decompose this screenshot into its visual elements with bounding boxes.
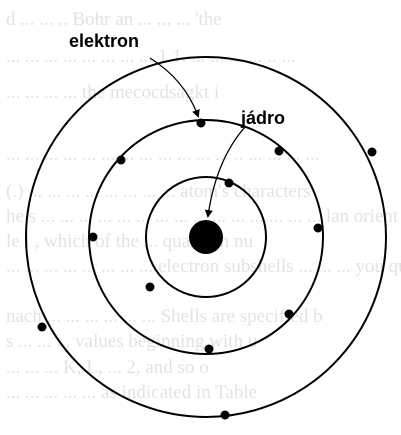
electron bbox=[204, 344, 214, 354]
electron bbox=[220, 410, 230, 420]
background-text-line: ... ... ... ... ... as indicated in Tabl… bbox=[6, 382, 257, 403]
electron bbox=[145, 282, 155, 292]
background-text-line: ... ... ... ... ... ... ... ... ... ... … bbox=[6, 144, 320, 165]
electron bbox=[37, 322, 47, 332]
background-text: d ... ... .. Bohr an ... ... ... 'the ..… bbox=[6, 9, 401, 403]
background-text-line: d ... ... .. Bohr an ... ... ... 'the bbox=[6, 9, 222, 30]
background-text-line: s ... ... ... values beginning with u bbox=[6, 331, 258, 352]
electron bbox=[313, 223, 323, 233]
background-text-line: ... ... ... ... the mecocdsagkt i bbox=[6, 82, 219, 103]
background-text-line: ... ... ... ... ... ... ... ... 1 1. ...… bbox=[6, 46, 296, 67]
electron-label: elektron bbox=[69, 31, 139, 51]
electron bbox=[196, 118, 206, 128]
electron bbox=[284, 309, 294, 319]
electron bbox=[88, 232, 98, 242]
background-text-line: nach ... ... ... ... ... ... Shells are … bbox=[6, 306, 323, 327]
electron bbox=[116, 155, 126, 165]
electron bbox=[224, 178, 234, 188]
electron bbox=[274, 146, 284, 156]
nucleus-pointer-arrow bbox=[204, 126, 246, 218]
background-text-line: ... ... ... K, L, ... 2, and so o bbox=[6, 357, 209, 378]
orbit-outer bbox=[25, 56, 387, 418]
background-text-line: (.) ... ... ... ... ... ... ... ... atom… bbox=[6, 181, 311, 202]
nucleus-label: jádro bbox=[240, 108, 285, 128]
background-text-line: he s ... ... ... ... ... ... ... ... ...… bbox=[6, 206, 399, 227]
electron bbox=[367, 147, 377, 157]
electron-pointer-arrow bbox=[149, 57, 200, 118]
background-text-line: ... ... ... ... ... ... ... ... electron… bbox=[6, 256, 401, 277]
orbit-inner bbox=[145, 176, 267, 298]
nucleus bbox=[189, 220, 223, 254]
